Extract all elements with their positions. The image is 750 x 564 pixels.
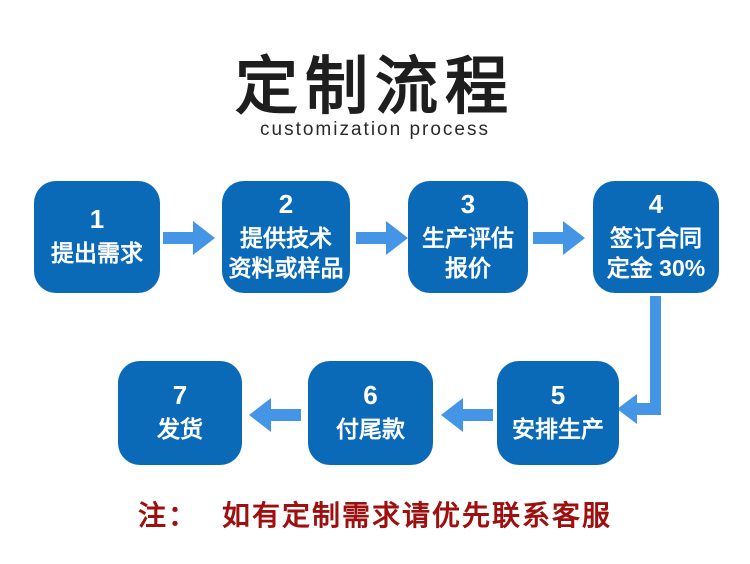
step-box-7: 7 发货 (118, 361, 242, 465)
arrow-head (563, 221, 585, 255)
arrow-shaft (533, 232, 563, 244)
step-number: 6 (363, 380, 378, 411)
step-label: 生产评估 报价 (422, 224, 514, 281)
arrow-right-icon (356, 221, 408, 255)
page-subtitle: customization process (260, 119, 490, 140)
elbow-arrow-horizontal (632, 403, 661, 415)
step-number: 1 (89, 204, 105, 235)
step-box-3: 3 生产评估 报价 (408, 181, 528, 293)
arrow-head (249, 398, 271, 432)
arrow-shaft (163, 232, 193, 244)
arrow-head (193, 221, 215, 255)
step-number: 4 (648, 189, 664, 220)
elbow-arrow-head (617, 394, 637, 424)
page-title: 定制流程 (235, 52, 515, 122)
arrow-left-icon (441, 398, 493, 432)
note-prefix: 注： (137, 500, 198, 531)
step-number: 3 (460, 189, 476, 220)
step-label: 提出需求 (51, 239, 143, 266)
step-box-2: 2 提供技术 资料或样品 (222, 181, 350, 293)
step-label: 安排生产 (512, 415, 604, 442)
step-label: 提供技术 资料或样品 (228, 224, 344, 281)
elbow-arrow-vertical (650, 296, 661, 415)
note-text: 注： 如有定制需求请优先联系客服 (0, 494, 750, 534)
step-box-4: 4 签订合同 定金 30% (593, 181, 719, 293)
step-label: 付尾款 (336, 415, 405, 442)
arrow-shaft (356, 232, 386, 244)
note-body: 如有定制需求请优先联系客服 (222, 500, 613, 531)
arrow-right-icon (163, 221, 215, 255)
step-number: 7 (172, 380, 188, 411)
step-box-5: 5 安排生产 (497, 361, 619, 465)
arrow-right-icon (533, 221, 585, 255)
arrow-shaft (463, 409, 493, 421)
step-box-6: 6 付尾款 (308, 361, 433, 465)
arrow-head (441, 398, 463, 432)
step-box-1: 1 提出需求 (34, 181, 160, 293)
step-number: 2 (278, 189, 294, 220)
step-label: 签订合同 定金 30% (606, 224, 706, 281)
arrow-shaft (271, 409, 301, 421)
arrow-left-icon (249, 398, 301, 432)
step-label: 发货 (157, 415, 203, 442)
arrow-head (386, 221, 408, 255)
step-number: 5 (550, 380, 566, 411)
